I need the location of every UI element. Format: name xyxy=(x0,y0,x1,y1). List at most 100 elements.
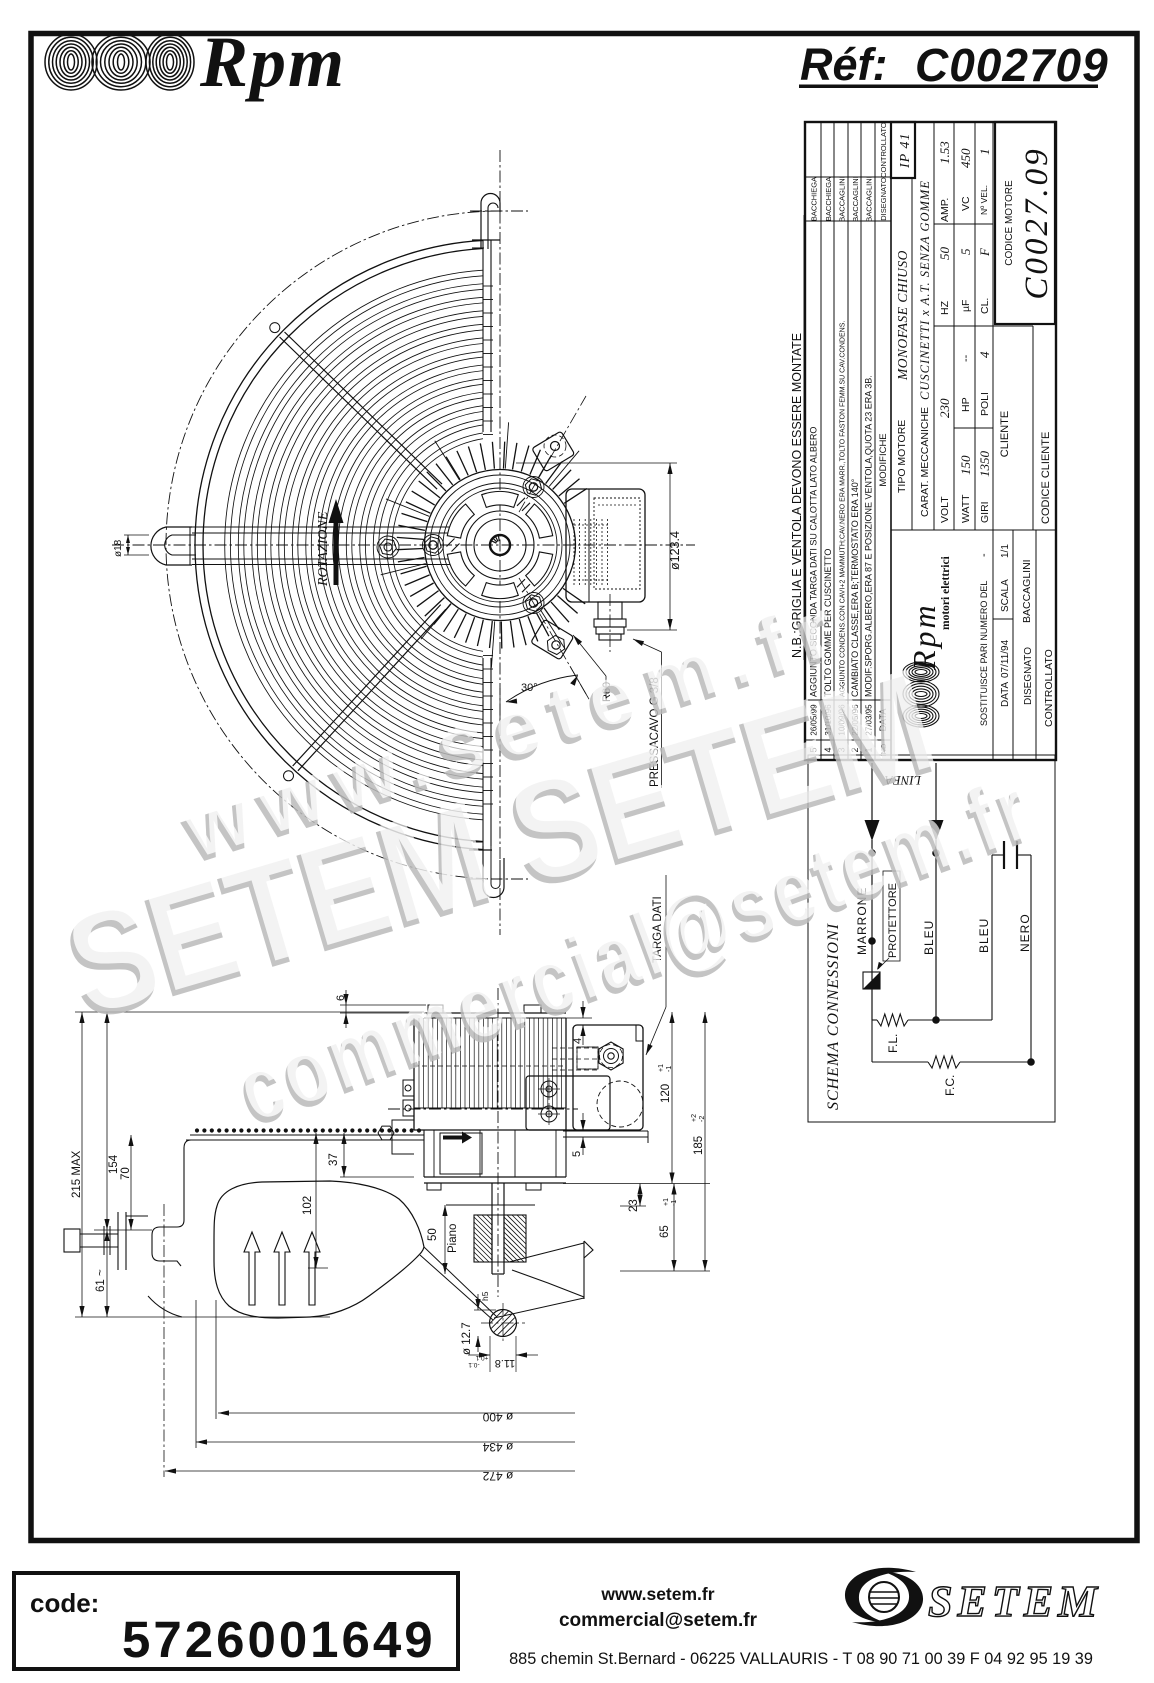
svg-text:NERO: NERO xyxy=(1018,913,1032,952)
svg-text:-1: -1 xyxy=(671,1200,678,1206)
svg-text:37: 37 xyxy=(328,1153,340,1166)
svg-text:F.C.: F.C. xyxy=(943,1075,957,1096)
svg-text:AGGIUNTO CONDENS.CON CAVI+2 MA: AGGIUNTO CONDENS.CON CAVI+2 MAMMUTH;CAV.… xyxy=(840,321,847,697)
svg-text:CL.: CL. xyxy=(979,298,991,314)
svg-text:10/09/96: 10/09/96 xyxy=(838,704,847,736)
svg-text:4: 4 xyxy=(977,351,992,358)
svg-text:Rpm: Rpm xyxy=(906,602,942,671)
svg-text:1: 1 xyxy=(977,149,992,156)
svg-text:BACCAGLINI: BACCAGLINI xyxy=(865,176,874,221)
svg-text:230: 230 xyxy=(937,398,952,418)
svg-text:DISEGNATO: DISEGNATO xyxy=(879,177,888,221)
svg-text:22/05/96: 22/05/96 xyxy=(851,704,860,736)
svg-text:+1: +1 xyxy=(663,1198,670,1206)
svg-text:5: 5 xyxy=(809,747,819,752)
svg-text:ø123.4: ø123.4 xyxy=(668,531,682,570)
svg-text:DATA: DATA xyxy=(1000,681,1011,707)
svg-text:F.L.: F.L. xyxy=(886,1034,900,1053)
svg-text:6: 6 xyxy=(335,995,347,1001)
svg-text:HZ: HZ xyxy=(939,300,951,315)
svg-text:PRESSACAVO G 3/8: PRESSACAVO G 3/8 xyxy=(649,677,661,787)
svg-text:5726001649: 5726001649 xyxy=(122,1611,436,1668)
svg-text:185: 185 xyxy=(693,1136,705,1155)
svg-text:DISEGNATO: DISEGNATO xyxy=(1023,647,1034,705)
svg-text:VC: VC xyxy=(960,196,972,211)
svg-text:motori elettrici: motori elettrici xyxy=(940,555,952,630)
svg-text:CAMBIATO CLASSE,ERA B;TERMOSTA: CAMBIATO CLASSE,ERA B;TERMOSTATO ERA 140… xyxy=(850,478,860,697)
svg-text:TARGA DATI: TARGA DATI xyxy=(652,896,664,963)
svg-text:ø18: ø18 xyxy=(113,539,124,557)
svg-text:MARRONE: MARRONE xyxy=(855,887,869,955)
svg-text:3: 3 xyxy=(837,747,847,752)
svg-text:CARAT. MECCANICHE: CARAT. MECCANICHE xyxy=(919,407,931,517)
svg-text:2: 2 xyxy=(850,747,860,752)
svg-text:61 ~: 61 ~ xyxy=(95,1269,107,1292)
svg-text:C0027.09: C0027.09 xyxy=(1019,146,1055,299)
svg-text:50: 50 xyxy=(937,247,952,261)
svg-text:-1: -1 xyxy=(666,1066,673,1072)
svg-text:-0.1: -0.1 xyxy=(468,1361,480,1368)
svg-text:07/11/94: 07/11/94 xyxy=(1000,639,1011,678)
svg-text:C002709: C002709 xyxy=(915,39,1109,91)
svg-text:ø 400: ø 400 xyxy=(482,1410,513,1424)
svg-text:1.53: 1.53 xyxy=(937,141,952,164)
svg-text:SCHEMA CONNESSIONI: SCHEMA CONNESSIONI xyxy=(825,923,842,1110)
svg-text:70: 70 xyxy=(120,1167,132,1180)
svg-text:µF: µF xyxy=(960,300,972,312)
svg-text:1/1: 1/1 xyxy=(1000,544,1011,558)
svg-text:POLI: POLI xyxy=(979,392,991,416)
svg-text:+1: +1 xyxy=(658,1064,665,1072)
svg-text:WATT: WATT xyxy=(960,494,972,523)
svg-text:AGGIUNTO SECONDA TARGA DATI SU: AGGIUNTO SECONDA TARGA DATI SU CALOTTA L… xyxy=(809,427,819,697)
svg-text:50: 50 xyxy=(427,1228,439,1241)
svg-text:R80: R80 xyxy=(601,682,613,702)
svg-text:27/03/95: 27/03/95 xyxy=(865,704,874,736)
svg-text:BACCAGLINI: BACCAGLINI xyxy=(851,176,860,221)
svg-text:120: 120 xyxy=(660,1084,672,1103)
svg-text:-2: -2 xyxy=(699,1116,706,1122)
svg-text:154: 154 xyxy=(108,1154,120,1174)
svg-text:N.B.:GRIGLIA E VENTOLA DEVONO: N.B.:GRIGLIA E VENTOLA DEVONO ESSERE MON… xyxy=(790,333,804,658)
svg-text:commercial@setem.fr: commercial@setem.fr xyxy=(559,1610,758,1631)
svg-text:5: 5 xyxy=(958,248,973,255)
svg-text:DATA: DATA xyxy=(878,709,888,732)
svg-text:1: 1 xyxy=(864,747,874,752)
svg-text:SETEM: SETEM xyxy=(928,1577,1102,1626)
svg-text:26/05/99: 26/05/99 xyxy=(810,704,819,736)
svg-text:ROTAZIONE: ROTAZIONE xyxy=(316,511,331,587)
svg-text:5: 5 xyxy=(571,1151,583,1157)
svg-text:TIPO MOTORE: TIPO MOTORE xyxy=(896,420,908,493)
svg-text:-: - xyxy=(978,553,990,557)
svg-text:MODIF.SPORG.ALBERO,ERA 87 E PO: MODIF.SPORG.ALBERO,ERA 87 E POSIZIONE VE… xyxy=(864,375,874,697)
svg-text:Piano: Piano xyxy=(447,1224,459,1253)
svg-text:885 chemin St.Bernard - 0622: 885 chemin St.Bernard - 06225 VALLAURIS … xyxy=(509,1650,1093,1668)
svg-text:MONOFASE CHIUSO: MONOFASE CHIUSO xyxy=(895,250,910,381)
svg-text:--: -- xyxy=(960,354,972,362)
svg-text:215 MAX: 215 MAX xyxy=(71,1150,83,1198)
svg-text:11.8: 11.8 xyxy=(495,1357,516,1369)
svg-text:30°: 30° xyxy=(521,682,538,694)
svg-text:www.setem.fr: www.setem.fr xyxy=(600,1584,714,1604)
svg-text:PROTETTORE: PROTETTORE xyxy=(887,883,899,958)
svg-text:CONTROLLATO: CONTROLLATO xyxy=(879,122,888,178)
svg-text:Réf:: Réf: xyxy=(800,39,888,90)
svg-text:BACCAGLINI: BACCAGLINI xyxy=(1021,559,1033,623)
svg-text:450: 450 xyxy=(958,148,973,168)
svg-text:ø 434: ø 434 xyxy=(482,1440,513,1454)
svg-text:+0.1: +0.1 xyxy=(475,1354,488,1361)
svg-text:AMP.: AMP. xyxy=(939,198,951,222)
svg-text:code:: code: xyxy=(30,1588,99,1618)
svg-text:1350: 1350 xyxy=(977,451,992,478)
svg-text:BACCHIEGA: BACCHIEGA xyxy=(810,177,819,221)
svg-text:102: 102 xyxy=(302,1196,314,1215)
svg-text:65: 65 xyxy=(659,1225,671,1238)
svg-text:CUSCINETTI x A.T. SENZA GOMME: CUSCINETTI x A.T. SENZA GOMME xyxy=(918,180,932,400)
svg-text:ø 12.7: ø 12.7 xyxy=(461,1322,473,1355)
svg-text:GIRI: GIRI xyxy=(979,501,991,523)
svg-text:h5: h5 xyxy=(480,1291,490,1301)
svg-text:CODICE CLIENTE: CODICE CLIENTE xyxy=(1040,432,1052,524)
svg-text:HP: HP xyxy=(960,397,972,412)
svg-text:CLIENTE: CLIENTE xyxy=(999,411,1011,457)
svg-text:SCALA: SCALA xyxy=(1000,579,1011,612)
svg-text:4: 4 xyxy=(823,747,833,752)
